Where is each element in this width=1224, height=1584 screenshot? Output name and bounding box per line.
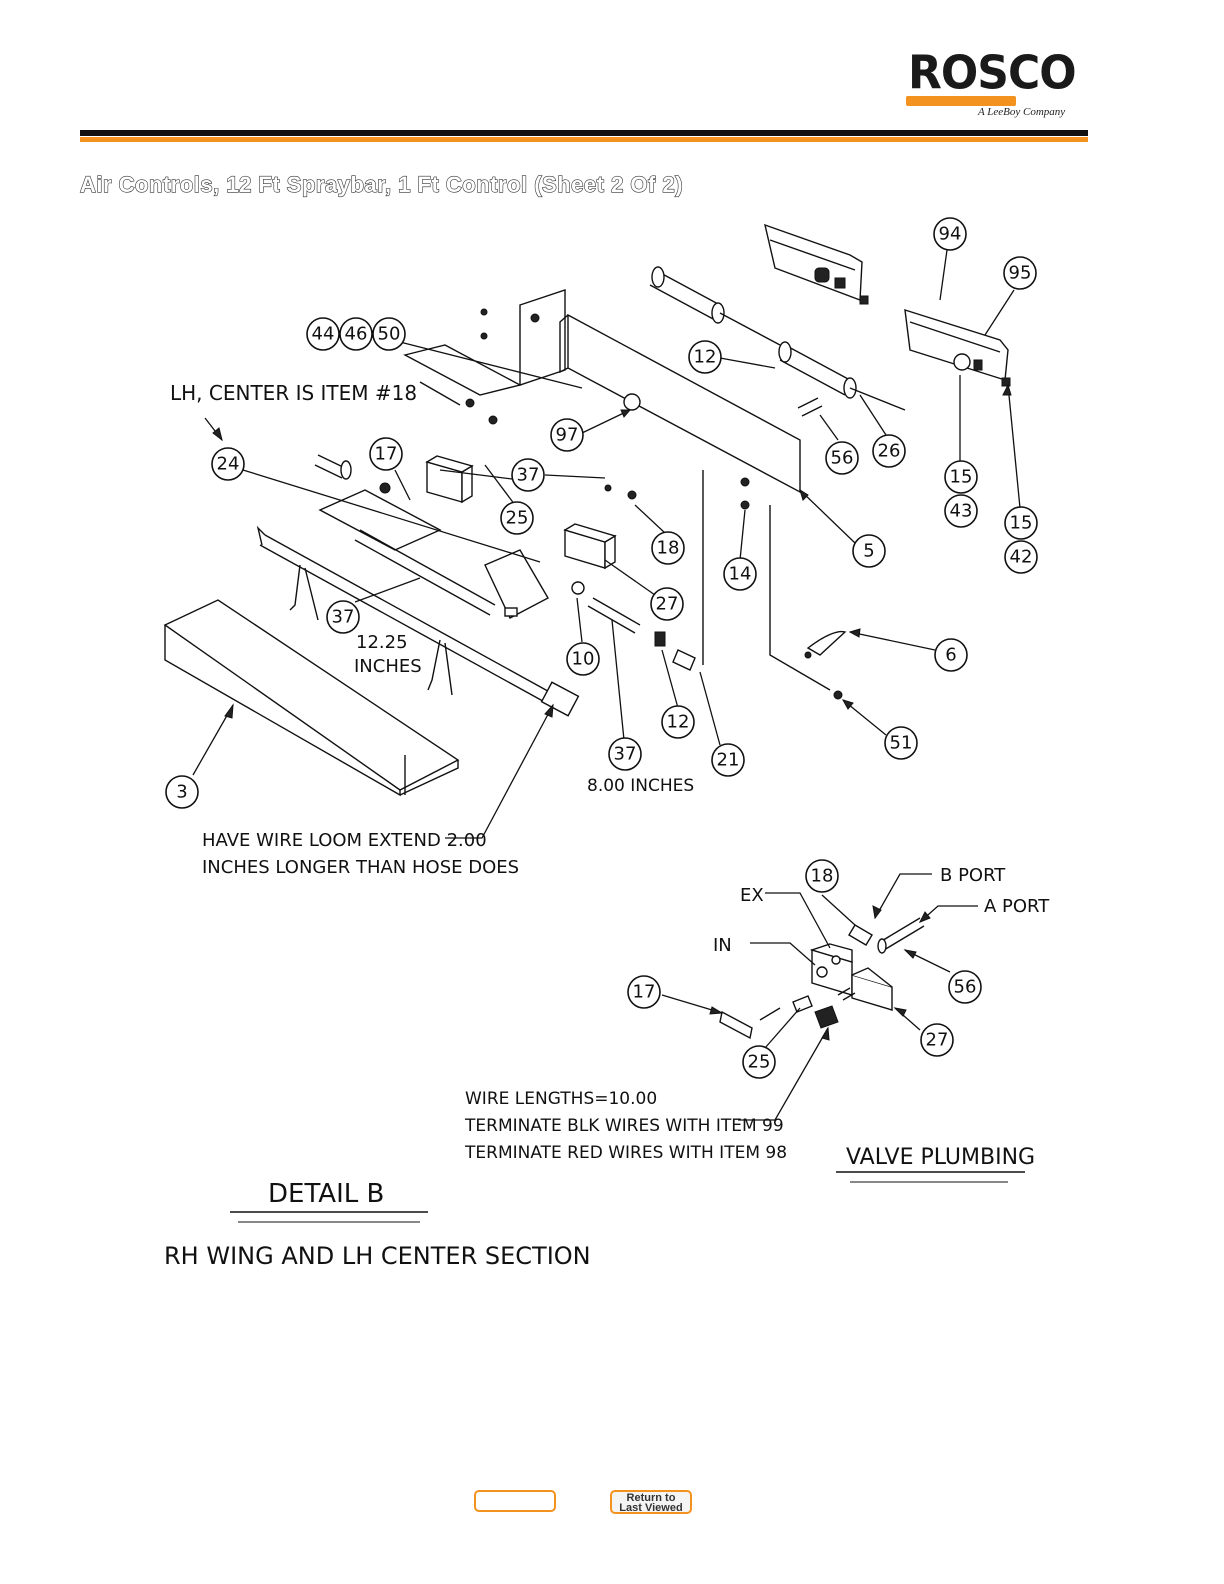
- logo-swoosh: [906, 96, 1016, 106]
- valve-plumbing-geometry: [230, 873, 1025, 1223]
- svg-text:5: 5: [863, 541, 874, 562]
- note-wire-loom-1: HAVE WIRE LOOM EXTEND 2.00: [202, 830, 487, 851]
- svg-text:10: 10: [572, 649, 595, 670]
- note-lh-center: LH, CENTER IS ITEM #18: [170, 381, 417, 405]
- callout-21: 21: [711, 743, 745, 777]
- callout-3: 3: [165, 775, 199, 809]
- callout-97: 97: [550, 418, 584, 452]
- label-a-port: A PORT: [984, 896, 1050, 917]
- svg-text:95: 95: [1009, 263, 1032, 284]
- svg-text:37: 37: [332, 607, 355, 628]
- callout-27-detail: 27: [920, 1023, 954, 1057]
- svg-text:27: 27: [656, 594, 679, 615]
- callout-42: 42: [1004, 540, 1038, 574]
- svg-text:12: 12: [667, 712, 690, 733]
- label-in: IN: [713, 935, 732, 956]
- callout-6: 6: [934, 638, 968, 672]
- callout-37-bottom: 37: [608, 737, 642, 771]
- heading-valve-plumbing: VALVE PLUMBING: [846, 1145, 1035, 1170]
- callout-18-detail: 18: [805, 859, 839, 893]
- callout-5: 5: [852, 534, 886, 568]
- callout-27-main: 27: [650, 587, 684, 621]
- note-length-1225: 12.25: [356, 632, 408, 653]
- rosco-logo: ROSCO A LeeBoy Company: [900, 46, 1080, 123]
- svg-text:44: 44: [312, 324, 335, 345]
- label-ex: EX: [740, 885, 764, 906]
- note-length-800: 8.00 INCHES: [587, 776, 694, 796]
- leader-lines: [192, 249, 1021, 839]
- callout-37-top: 37: [511, 458, 545, 492]
- svg-text:46: 46: [345, 324, 368, 345]
- svg-text:94: 94: [939, 224, 962, 245]
- callout-56-main: 56: [825, 441, 859, 475]
- header-rule-orange: [80, 137, 1088, 142]
- svg-text:17: 17: [375, 444, 398, 465]
- callout-43: 43: [944, 494, 978, 528]
- logo-tagline: A LeeBoy Company: [978, 106, 1066, 118]
- svg-text:97: 97: [556, 425, 579, 446]
- label-b-port: B PORT: [940, 865, 1006, 886]
- svg-text:17: 17: [633, 982, 656, 1003]
- callout-50: 50: [372, 317, 406, 351]
- svg-text:37: 37: [517, 465, 540, 486]
- svg-text:14: 14: [729, 564, 752, 585]
- svg-text:15: 15: [950, 467, 973, 488]
- svg-text:25: 25: [748, 1052, 771, 1073]
- svg-text:18: 18: [811, 866, 834, 887]
- svg-text:25: 25: [506, 508, 529, 529]
- header-rule-black: [80, 130, 1088, 136]
- svg-text:6: 6: [945, 645, 956, 666]
- svg-text:42: 42: [1010, 547, 1033, 568]
- callout-17-main: 17: [369, 437, 403, 471]
- heading-rh-wing: RH WING AND LH CENTER SECTION: [164, 1242, 591, 1270]
- callout-17-detail: 17: [627, 975, 661, 1009]
- callout-12-top: 12: [688, 340, 722, 374]
- logo-wordmark: ROSCO: [908, 46, 1077, 101]
- svg-text:24: 24: [217, 454, 240, 475]
- callout-56-detail: 56: [948, 970, 982, 1004]
- note-wire-loom-2: INCHES LONGER THAN HOSE DOES: [202, 857, 519, 878]
- svg-text:15: 15: [1010, 513, 1033, 534]
- part-geometry: [163, 223, 1011, 797]
- note-inches: INCHES: [354, 656, 422, 677]
- svg-text:12: 12: [694, 347, 717, 368]
- callout-95: 95: [1003, 256, 1037, 290]
- svg-text:56: 56: [831, 448, 854, 469]
- callout-26: 26: [872, 434, 906, 468]
- return-label-line1: Return to: [626, 1492, 676, 1504]
- callout-51: 51: [884, 726, 918, 760]
- callout-37-mid: 37: [326, 600, 360, 634]
- callout-25-detail: 25: [742, 1045, 776, 1079]
- callout-24: 24: [211, 447, 245, 481]
- callout-14: 14: [723, 557, 757, 591]
- callout-15-left: 15: [944, 460, 978, 494]
- svg-text:56: 56: [954, 977, 977, 998]
- svg-text:50: 50: [378, 324, 401, 345]
- svg-text:26: 26: [878, 441, 901, 462]
- svg-text:43: 43: [950, 501, 973, 522]
- note-terminate-blk: TERMINATE BLK WIRES WITH ITEM 99: [464, 1116, 784, 1136]
- return-label-line2: Last Viewed: [619, 1502, 683, 1514]
- callout-18-main: 18: [651, 531, 685, 565]
- note-terminate-red: TERMINATE RED WIRES WITH ITEM 98: [464, 1143, 787, 1163]
- heading-detail-b: DETAIL B: [268, 1179, 384, 1209]
- callout-94: 94: [933, 217, 967, 251]
- svg-text:37: 37: [614, 744, 637, 765]
- nav-blank-button[interactable]: [474, 1490, 556, 1512]
- svg-text:27: 27: [926, 1030, 949, 1051]
- callout-44: 44: [306, 317, 340, 351]
- svg-text:21: 21: [717, 750, 740, 771]
- page-title: Air Controls, 12 Ft Spraybar, 1 Ft Contr…: [79, 171, 684, 197]
- callout-12-bottom: 12: [661, 705, 695, 739]
- svg-text:51: 51: [890, 733, 913, 754]
- svg-text:3: 3: [176, 782, 187, 803]
- note-wire-lengths: WIRE LENGTHS=10.00: [465, 1089, 657, 1109]
- callout-15-right: 15: [1004, 506, 1038, 540]
- callout-25-main: 25: [500, 501, 534, 535]
- callout-10: 10: [566, 642, 600, 676]
- return-to-last-viewed-button[interactable]: Return to Last Viewed: [610, 1490, 692, 1514]
- callout-46: 46: [339, 317, 373, 351]
- svg-text:18: 18: [657, 538, 680, 559]
